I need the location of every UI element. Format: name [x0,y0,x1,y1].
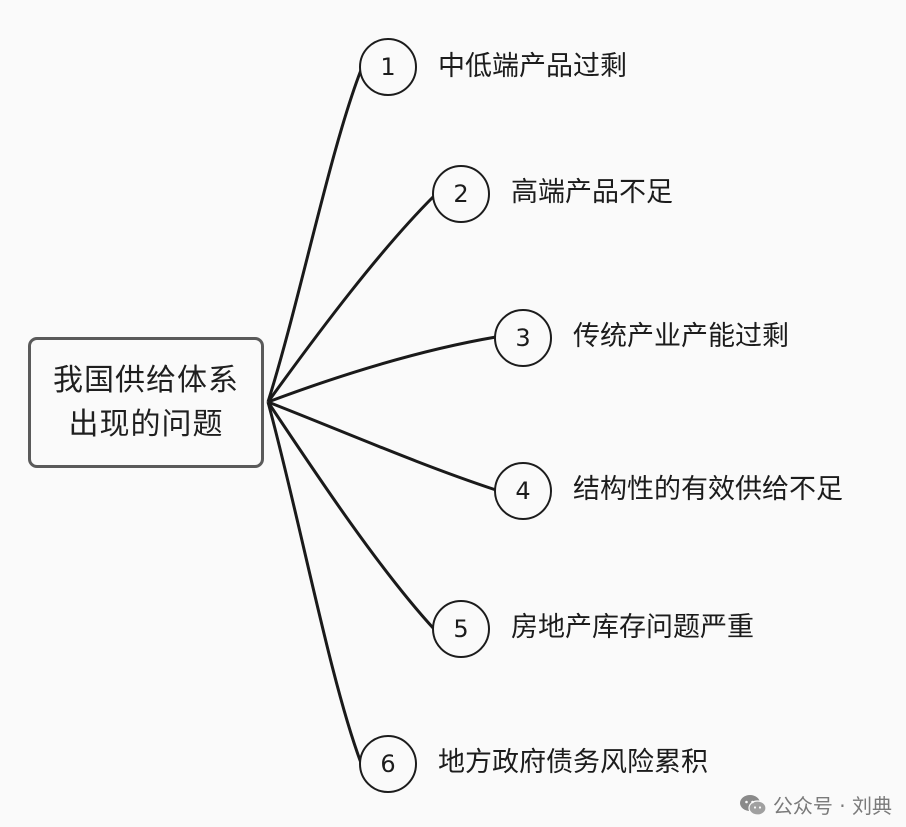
watermark: 公众号 · 刘典 [739,790,892,819]
node-number-5: 5 [432,600,490,658]
node-number-6: 6 [359,735,417,793]
root-node: 我国供给体系 出现的问题 [28,337,264,468]
node-number-2: 2 [432,165,490,223]
node-label-5: 房地产库存问题严重 [511,612,754,643]
connector-5 [266,401,436,631]
node-label-3: 传统产业产能过剩 [573,321,789,352]
connector-4 [267,400,497,492]
node-label-2: 高端产品不足 [511,177,673,208]
node-label-1: 中低端产品过剩 [438,51,627,82]
connector-1 [266,69,363,403]
connector-6 [266,401,363,764]
root-line-2: 出现的问题 [68,406,224,442]
node-number-1: 1 [359,38,417,96]
node-label-4: 结构性的有效供给不足 [573,474,843,505]
node-number-3: 3 [494,309,552,367]
node-label-6: 地方政府债务风险累积 [438,747,708,778]
connector-2 [266,194,436,403]
watermark-text: 公众号 · 刘典 [772,794,892,818]
connector-3 [267,335,497,404]
node-number-4: 4 [494,462,552,520]
root-line-1: 我国供给体系 [53,362,239,398]
wechat-icon [739,794,767,816]
